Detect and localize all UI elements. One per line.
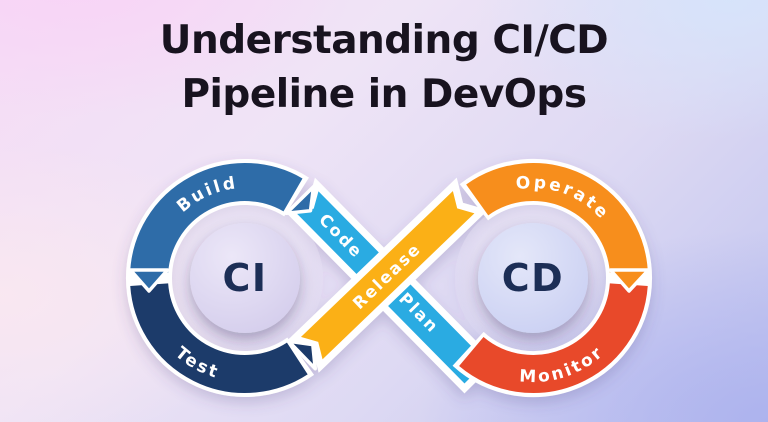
operate-to-monitor-arrow-icon bbox=[608, 268, 651, 293]
release-ribbon bbox=[287, 177, 488, 373]
ci-label: CI bbox=[222, 256, 267, 300]
ci-circle bbox=[190, 223, 300, 333]
title-line-2: Pipeline in DevOps bbox=[181, 71, 587, 117]
test-to-release-arrow-icon bbox=[287, 339, 317, 371]
cd-label: CD bbox=[502, 256, 564, 300]
build-arc bbox=[130, 163, 303, 274]
monitor-arc bbox=[459, 282, 648, 393]
page-title: Understanding CI/CD Pipeline in DevOps bbox=[0, 14, 768, 122]
build-to-test-arrow-icon bbox=[128, 268, 170, 293]
cd-circle bbox=[478, 223, 588, 333]
build-to-code-arrow-icon bbox=[284, 184, 316, 216]
title-line-1: Understanding CI/CD bbox=[159, 18, 609, 63]
operate-arc bbox=[466, 163, 648, 274]
test-arc bbox=[130, 282, 308, 394]
